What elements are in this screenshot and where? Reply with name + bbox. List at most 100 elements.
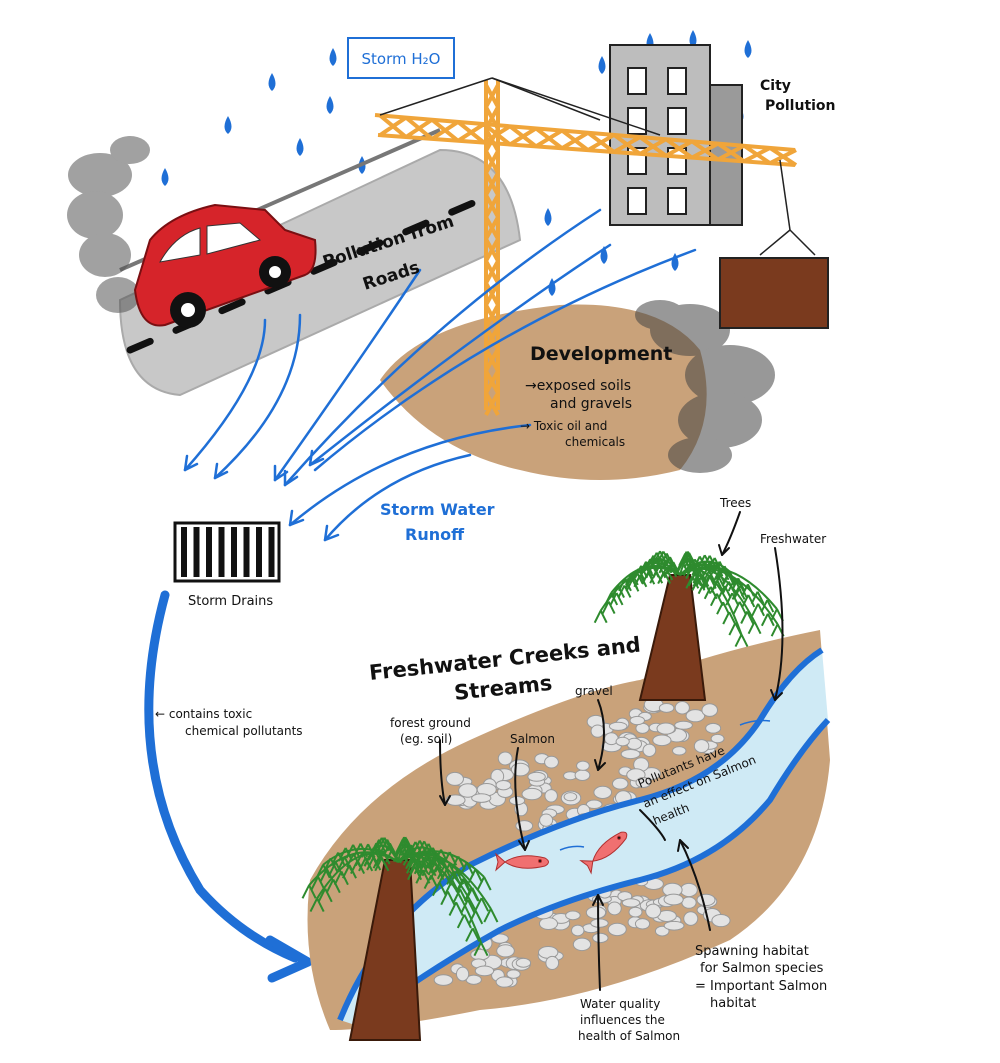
pebble <box>663 920 685 931</box>
fern-leaflet <box>352 844 361 859</box>
fern-leaflet <box>315 864 325 879</box>
fern-frond <box>397 853 492 910</box>
fern-leaflet <box>440 890 449 906</box>
fern-leaflet <box>380 857 390 872</box>
drain-bar <box>193 527 200 577</box>
pebble <box>607 922 627 937</box>
fern-leaflet <box>753 621 762 635</box>
city-pollution-label-2: Pollution <box>765 98 836 114</box>
pebble <box>696 893 716 907</box>
fern-frond <box>599 566 681 612</box>
salmon-fish <box>495 831 628 875</box>
fern-leaflet <box>407 841 417 856</box>
pebble <box>433 974 454 986</box>
drain-bar <box>181 527 187 577</box>
construction-crane <box>374 77 816 416</box>
trees-label: Trees <box>719 496 751 510</box>
fern-leaflet <box>702 574 711 588</box>
window <box>627 107 647 135</box>
fern-leaflet <box>325 879 335 894</box>
pebble <box>563 792 578 802</box>
storm-drain-grate <box>173 521 281 583</box>
fern-leaflet <box>727 581 736 595</box>
pebble <box>506 969 521 979</box>
pebble <box>628 906 643 918</box>
fern-leaflet <box>480 942 489 957</box>
fern-leaflet <box>374 837 383 852</box>
fern-leaflet <box>623 584 632 598</box>
pebble <box>621 898 641 908</box>
city-building <box>609 44 743 226</box>
fern-leaflet <box>716 601 724 615</box>
pebble <box>590 724 605 738</box>
fern-leaflet <box>345 844 355 859</box>
fern-leaflet <box>617 584 626 598</box>
fern-leaflet <box>448 901 457 916</box>
raindrop-icon <box>326 96 334 114</box>
pebble <box>590 918 609 928</box>
pebble <box>572 937 592 952</box>
fern-leaflet <box>358 857 367 872</box>
fern-leaflet <box>400 841 409 857</box>
raindrop-icon <box>689 30 697 48</box>
city-pollution-label-1: City <box>760 78 791 94</box>
fern-leaflet <box>467 899 476 914</box>
fern-leaflet <box>372 856 382 871</box>
fern-leaflet <box>338 847 347 862</box>
drain-bar <box>218 527 225 577</box>
pebble <box>495 779 512 791</box>
spawning-label-4: habitat <box>710 996 756 1011</box>
fern-leaflet <box>474 910 484 925</box>
fern-leaflet <box>766 613 775 627</box>
fern-leaflet <box>301 884 311 899</box>
fern-leaflet <box>317 888 327 903</box>
fern-leaflet <box>662 551 671 564</box>
pebble <box>658 703 675 713</box>
pebble <box>521 787 543 801</box>
fern-leaflet <box>746 611 755 624</box>
pebble <box>574 769 591 781</box>
fern-leaflet <box>652 555 661 569</box>
pebble <box>496 944 515 958</box>
pebble <box>515 957 532 968</box>
fern-leaflet <box>348 864 357 879</box>
fern-leaflet <box>423 874 433 889</box>
pebble <box>491 933 509 944</box>
pebble <box>471 793 492 803</box>
pebble <box>510 762 530 777</box>
raindrops <box>161 30 752 296</box>
fern-leaflet <box>316 897 325 913</box>
crane-load <box>719 257 829 329</box>
pebble <box>635 777 652 789</box>
fern-leaflet <box>647 571 656 585</box>
runoff-label-1: Storm Water <box>380 500 495 519</box>
pebble <box>571 924 585 937</box>
fern-leaflet <box>378 839 387 854</box>
fern-leaflet <box>692 573 701 587</box>
fern-leaflet <box>675 561 684 575</box>
fern-leaflet <box>420 860 429 875</box>
pebble <box>544 755 559 769</box>
fern-leaflet <box>434 858 443 873</box>
pebble <box>585 906 607 920</box>
fern-leaflet <box>663 571 672 585</box>
fern-leaflet <box>446 890 456 906</box>
exhaust-smoke <box>67 136 150 313</box>
fern-leaflet <box>683 555 692 569</box>
fern-leaflet <box>701 574 710 587</box>
drain-bar <box>268 527 275 577</box>
fern-frond <box>679 567 779 625</box>
fern-leaflet <box>659 550 667 564</box>
fern-leaflet <box>413 860 423 875</box>
pebble <box>683 911 699 926</box>
fern-leaflet <box>415 859 425 874</box>
fern-leaflet <box>329 857 339 872</box>
fern-leaflet <box>653 550 661 564</box>
fern-leaflet <box>337 852 346 867</box>
fern-leaflet <box>702 555 711 569</box>
freshwater-label: Freshwater <box>760 532 826 546</box>
fern-leaflet <box>471 927 481 942</box>
window <box>627 187 647 215</box>
fern-leaflet <box>751 603 759 617</box>
